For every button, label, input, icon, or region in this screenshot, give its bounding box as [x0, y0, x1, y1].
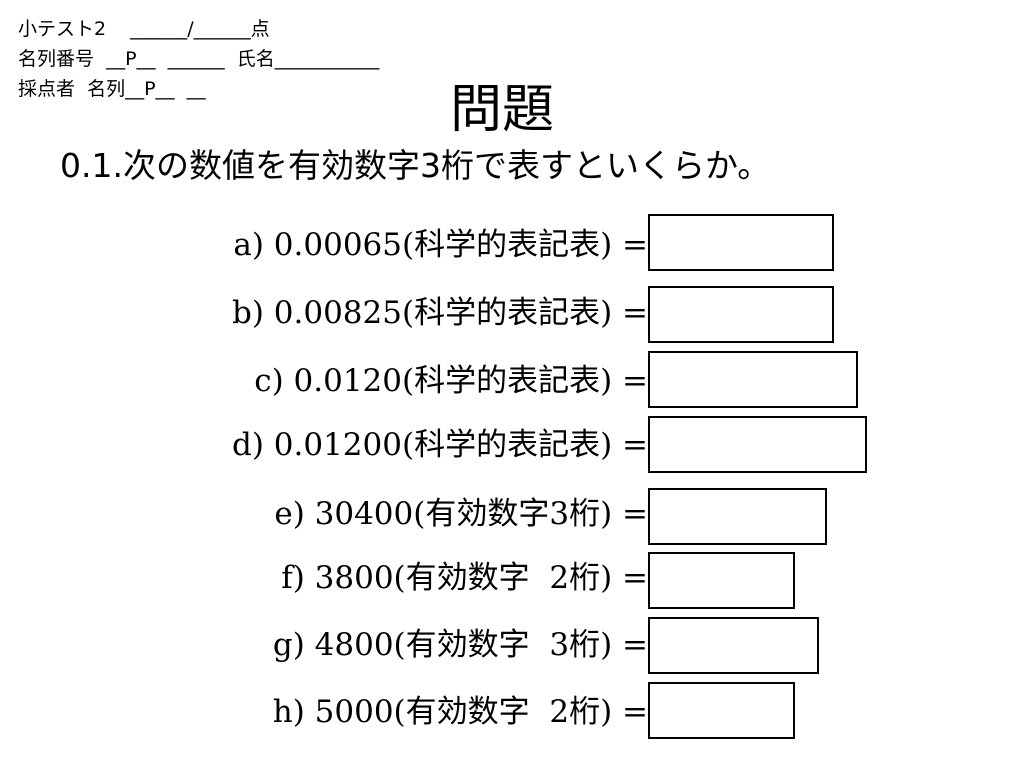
problem-f-label: f) 3800(有効数字 2桁) =	[281, 560, 648, 596]
problem-h-label: h) 5000(有効数字 2桁) =	[272, 694, 648, 730]
answer-box-g[interactable]	[648, 617, 819, 674]
problem-e-label: e) 30400(有効数字3桁) =	[274, 496, 648, 532]
problem-b-label: b) 0.00825(科学的表記表) =	[231, 295, 648, 331]
grader-line: 採点者 名列__P__ __	[18, 78, 206, 100]
quiz-title-score-line: 小テスト2 ______/______点	[18, 18, 270, 40]
question-text: 0.1.次の数値を有効数字3桁で表すといくらか。	[60, 146, 771, 185]
answer-box-c[interactable]	[648, 351, 858, 408]
problem-c-label: c) 0.0120(科学的表記表) =	[254, 363, 648, 399]
answer-box-f[interactable]	[648, 552, 795, 609]
problem-a-label: a) 0.00065(科学的表記表) =	[233, 227, 648, 263]
page-title: 問題	[450, 80, 555, 140]
roll-number-name-line: 名列番号 __P__ ______ 氏名___________	[18, 48, 380, 70]
problem-g-label: g) 4800(有効数字 3桁) =	[272, 627, 648, 663]
answer-box-a[interactable]	[648, 214, 834, 271]
problem-d-label: d) 0.01200(科学的表記表) =	[231, 427, 648, 463]
answer-box-h[interactable]	[648, 682, 795, 739]
answer-box-e[interactable]	[648, 488, 827, 545]
answer-box-d[interactable]	[648, 416, 867, 473]
answer-box-b[interactable]	[648, 286, 834, 343]
